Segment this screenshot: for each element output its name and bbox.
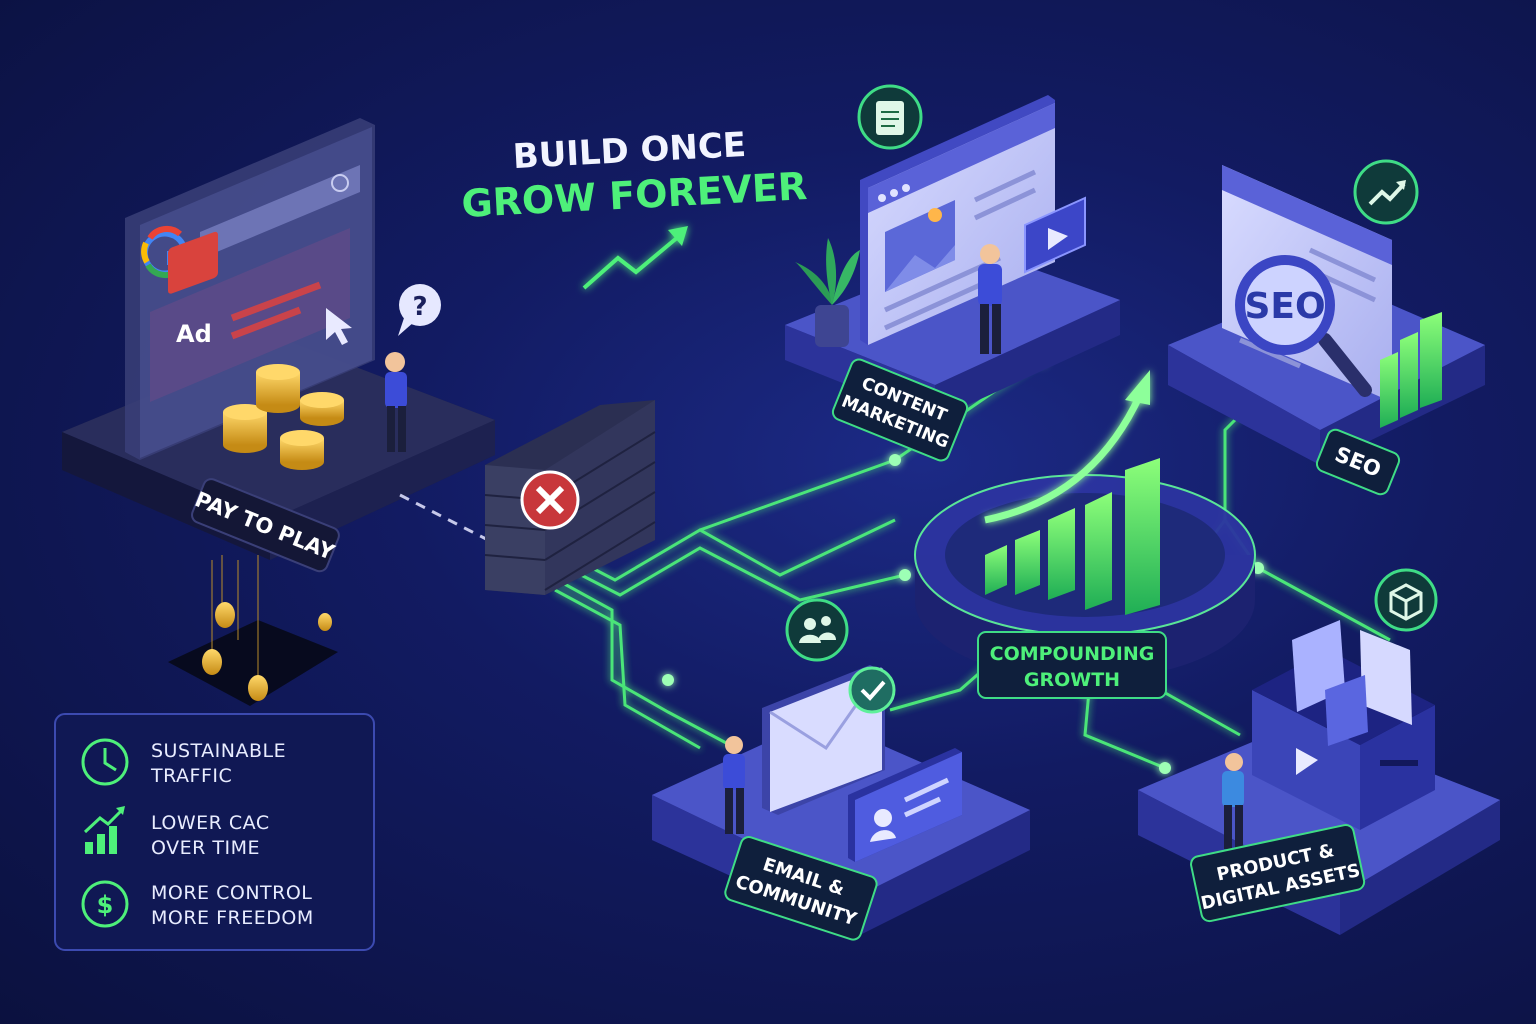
document-icon xyxy=(857,84,923,150)
product-assets-platform: PRODUCT & DIGITAL ASSETS xyxy=(1138,568,1500,935)
search-ad-screen: Ad xyxy=(125,118,375,460)
svg-text:$: $ xyxy=(97,891,114,919)
money-hole xyxy=(168,555,338,706)
legend-item-3-line2: MORE FREEDOM xyxy=(151,907,314,929)
content-browser-screen xyxy=(860,95,1055,345)
ad-badge: Ad xyxy=(176,320,212,348)
svg-text:COMPOUNDING: COMPOUNDING xyxy=(990,643,1155,665)
benefits-legend: SUSTAINABLE TRAFFIC LOWER CAC OVER TIME … xyxy=(54,713,375,951)
content-marketing-platform: CONTENT MARKETING xyxy=(785,84,1120,462)
potted-plant xyxy=(795,238,860,347)
play-icon xyxy=(1048,228,1068,250)
confused-person xyxy=(385,352,407,452)
cursor-icon xyxy=(326,308,352,345)
growth-bars xyxy=(985,458,1160,615)
search-icon xyxy=(331,174,349,192)
headline-line2: GROW FOREVER xyxy=(460,164,808,226)
product-assets-label: PRODUCT & DIGITAL ASSETS xyxy=(1190,823,1366,923)
legend-item-1-line2: TRAFFIC xyxy=(150,765,232,787)
growth-arrow-icon xyxy=(984,370,1150,524)
trend-arrow-icon xyxy=(582,226,688,290)
legend-item-2-line1: LOWER CAC xyxy=(151,812,270,834)
seo-label: SEO xyxy=(1315,428,1401,496)
brick-wall xyxy=(484,400,656,595)
check-badge-icon xyxy=(848,666,896,714)
seo-bar-chart xyxy=(1380,312,1442,428)
play-icon xyxy=(1296,748,1318,775)
seo-platform: SEO SEO xyxy=(1168,159,1485,496)
dollar-icon: $ xyxy=(81,880,129,928)
seo-screen-text: SEO xyxy=(1244,286,1325,327)
blocked-x-icon xyxy=(520,470,580,530)
image-icon xyxy=(885,200,955,292)
email-person xyxy=(723,736,745,834)
compounding-growth-hub: COMPOUNDING GROWTH xyxy=(914,370,1256,699)
coin-stacks xyxy=(223,364,344,470)
video-card xyxy=(1024,196,1086,274)
compounding-growth-label: COMPOUNDING GROWTH xyxy=(977,631,1167,699)
email-community-platform: EMAIL & COMMUNITY xyxy=(652,598,1030,941)
legend-item-1-line1: SUSTAINABLE xyxy=(151,740,286,762)
asset-box xyxy=(1252,620,1435,830)
ad-block: Ad xyxy=(150,228,350,402)
headline: BUILD ONCE GROW FOREVER xyxy=(460,125,808,290)
content-person xyxy=(978,244,1002,354)
magnifier-icon: SEO xyxy=(1235,255,1372,397)
profile-card-icon xyxy=(848,748,962,862)
blocked-link xyxy=(399,493,489,542)
product-person xyxy=(1222,753,1244,849)
legend-item-3-line1: MORE CONTROL xyxy=(151,882,312,904)
legend-item-2-line2: OVER TIME xyxy=(151,837,260,859)
svg-text:GROWTH: GROWTH xyxy=(1024,669,1120,691)
users-icon xyxy=(785,598,849,662)
svg-text:?: ? xyxy=(412,292,427,322)
clock-icon xyxy=(81,738,129,786)
bar-growth-icon xyxy=(83,806,125,854)
box-icon xyxy=(1374,568,1438,632)
trend-up-icon xyxy=(1353,159,1419,225)
question-bubble: ? xyxy=(398,284,441,336)
pay-to-play-platform: Ad ? PAY TO PLAY xyxy=(62,118,495,706)
